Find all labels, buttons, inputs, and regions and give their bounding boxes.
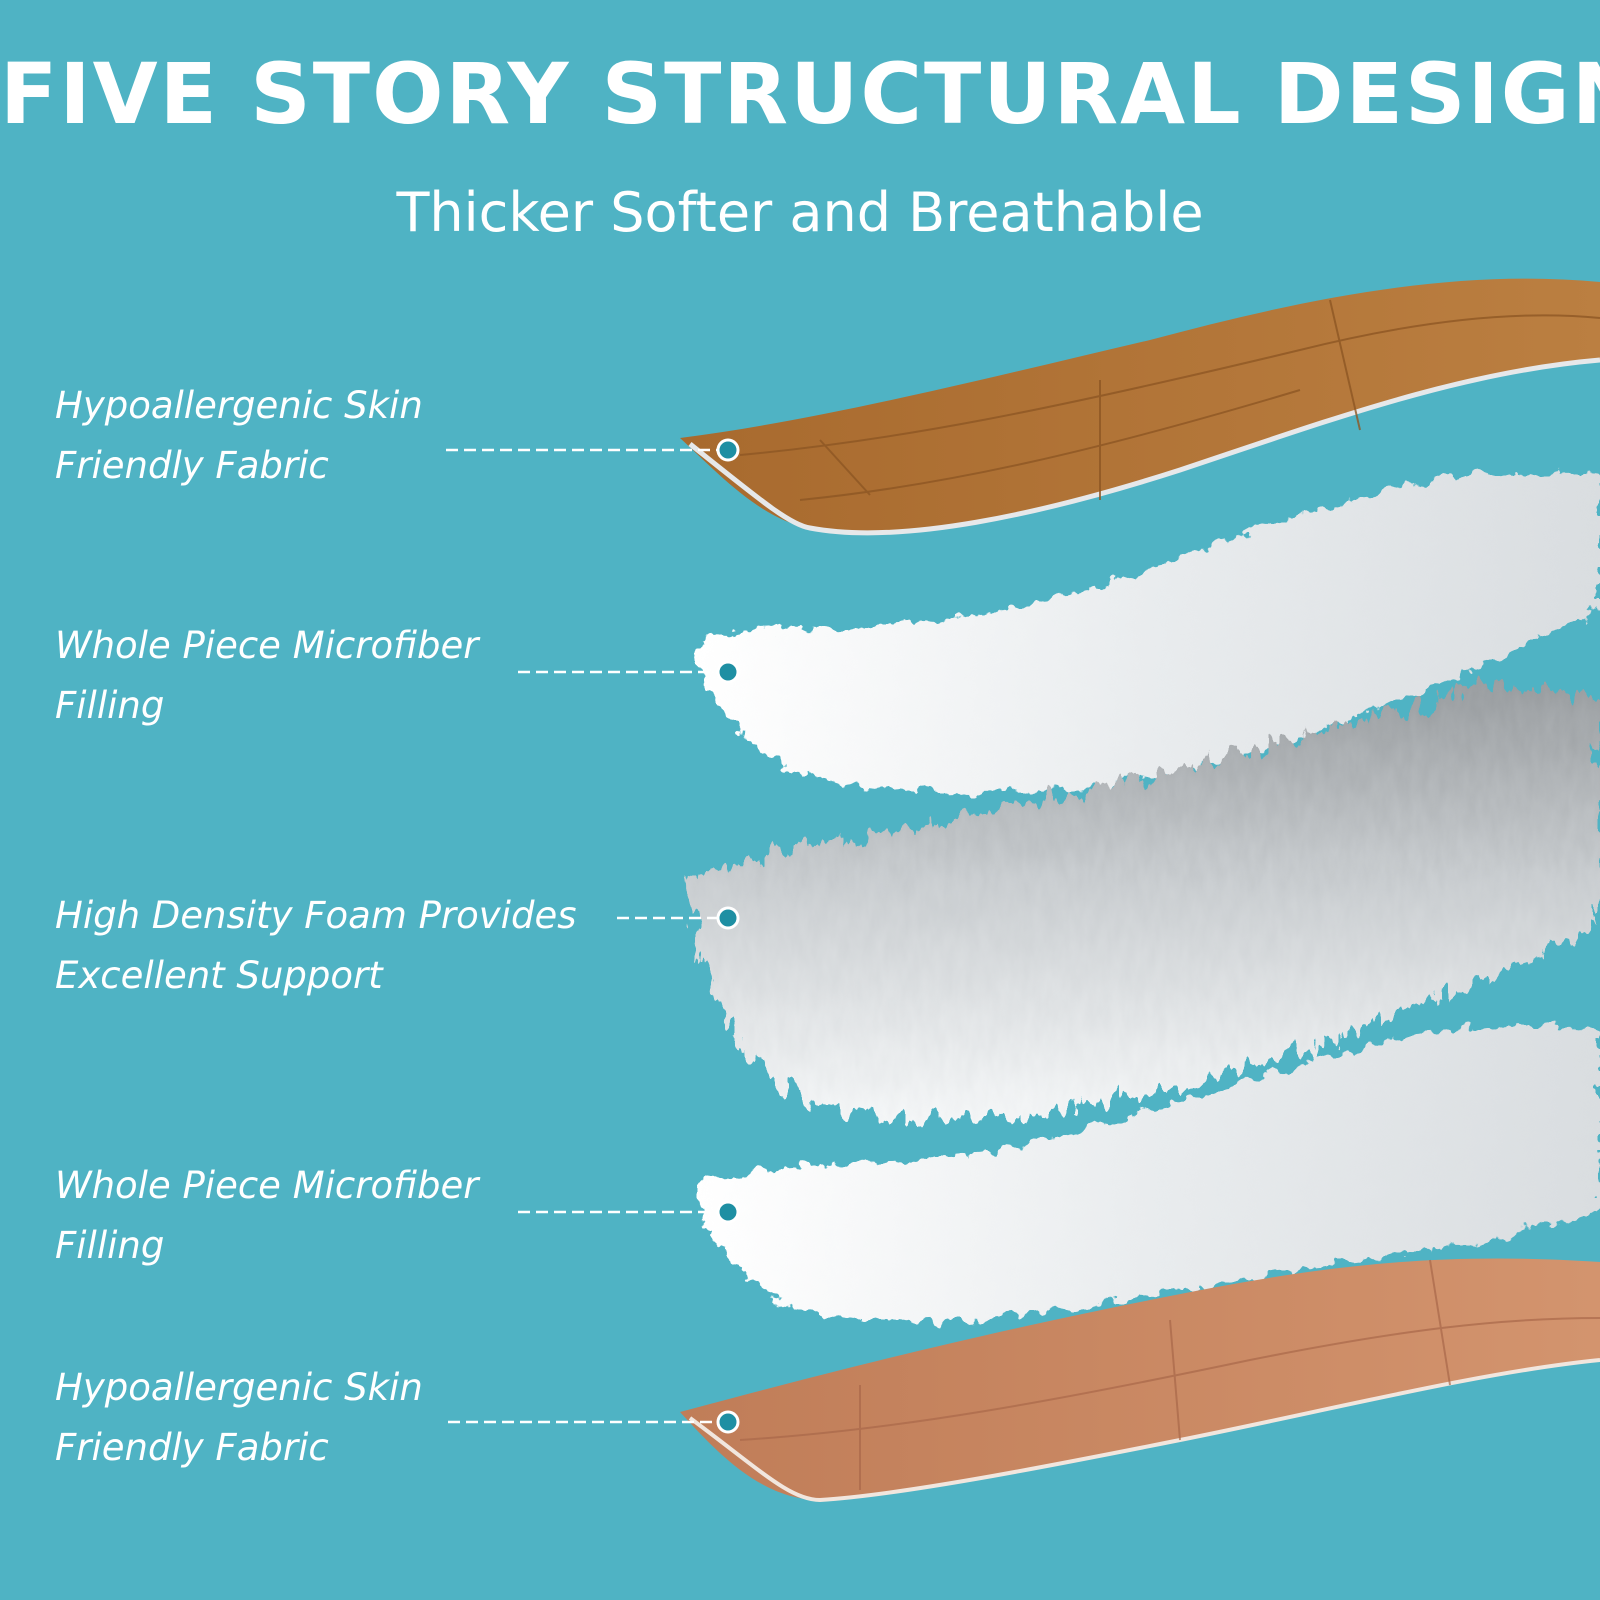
marker-dot-4 (716, 1200, 740, 1224)
layer-label-5: Hypoallergenic Skin Friendly Fabric (55, 1358, 423, 1478)
layer-label-4: Whole Piece Microfiber Filling (55, 1156, 478, 1276)
layer-label-3: High Density Foam Provides Excellent Sup… (55, 886, 577, 1006)
layer-label-1: Hypoallergenic Skin Friendly Fabric (55, 376, 423, 496)
marker-dot-1 (716, 438, 740, 462)
layer-label-2: Whole Piece Microfiber Filling (55, 616, 478, 736)
layer-label-5-line1: Hypoallergenic Skin (55, 1366, 423, 1409)
page-title: FIVE STORY STRUCTURAL DESIGN (0, 45, 1600, 143)
leader-line-4 (518, 1200, 740, 1224)
page-subtitle: Thicker Softer and Breathable (396, 181, 1204, 244)
microfiber-layer-lower (696, 1025, 1600, 1323)
layer-label-2-line1: Whole Piece Microfiber (55, 624, 479, 667)
layer-label-1-line1: Hypoallergenic Skin (55, 384, 423, 427)
foam-layer (690, 685, 1600, 1120)
top-fabric-layer (680, 278, 1600, 536)
leader-line-5 (448, 1410, 740, 1434)
marker-dot-2 (716, 660, 740, 684)
layer-label-4-line1: Whole Piece Microfiber (55, 1164, 479, 1207)
layer-label-3-line2: Excellent Support (55, 954, 383, 997)
layer-label-4-line2: Filling (55, 1224, 165, 1267)
leader-line-3 (617, 906, 740, 930)
bottom-fabric-layer (680, 1258, 1600, 1503)
microfiber-layer-upper (696, 471, 1600, 793)
layer-label-3-line1: High Density Foam Provides (55, 894, 577, 937)
layer-label-5-line2: Friendly Fabric (55, 1426, 329, 1469)
leader-line-2 (518, 660, 740, 684)
marker-dot-5 (716, 1410, 740, 1434)
layer-label-1-line2: Friendly Fabric (55, 444, 329, 487)
layer-label-2-line2: Filling (55, 684, 165, 727)
leader-line-1 (446, 438, 740, 462)
marker-dot-3 (716, 906, 740, 930)
